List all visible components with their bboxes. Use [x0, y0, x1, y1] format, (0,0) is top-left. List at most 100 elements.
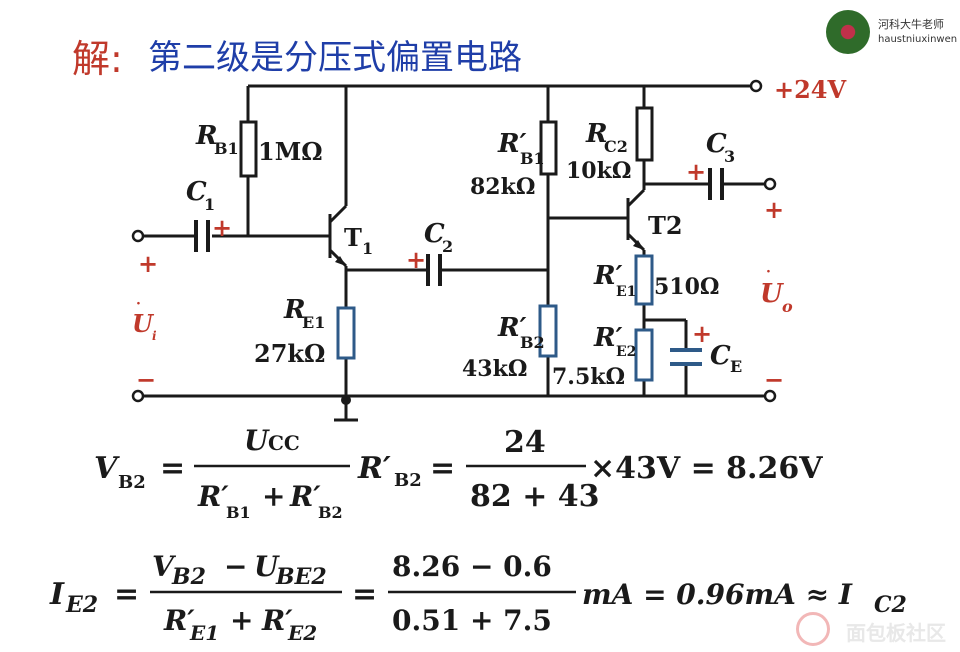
eq2-den2: 0.51 + 7.5: [392, 604, 552, 637]
solution-label: 解:: [72, 37, 123, 81]
uo-plus: +: [764, 195, 784, 224]
ce-capacitor: [670, 348, 702, 366]
eq2-num-sub: B2: [171, 564, 206, 590]
t1-symbol: T: [344, 223, 362, 252]
eq2-num-b: U: [254, 550, 280, 583]
eq2-num-b-sub: BE2: [275, 564, 327, 590]
rb1-sub: B1: [214, 139, 239, 158]
ground-junction: [341, 395, 351, 405]
eq1-den2: R′: [289, 480, 321, 513]
logo-name-cn: 河科大牛老师: [878, 18, 944, 31]
re1p-value: 510Ω: [654, 274, 720, 300]
eq2-tail-sub: C2: [874, 592, 907, 618]
re1-value: 27kΩ: [254, 339, 325, 368]
c1-sub: 1: [204, 195, 215, 214]
eq1-num2: 24: [504, 425, 546, 460]
c3-plus: +: [686, 157, 706, 186]
ce-symbol: C: [710, 341, 731, 371]
re1-symbol: R: [283, 295, 306, 325]
svg-text:=: =: [160, 451, 185, 486]
t1-emitter-arrow: [335, 256, 346, 266]
eq2-den-plus: +: [230, 604, 253, 637]
rb1-symbol: R: [195, 121, 218, 151]
re1p-symbol: R′: [593, 261, 623, 291]
eq2-den: R′: [163, 604, 195, 637]
flower-icon: [826, 10, 870, 54]
eq2-num-minus: −: [224, 550, 247, 583]
c2-sub: 2: [442, 237, 453, 256]
ui-sub: i: [152, 329, 157, 343]
eq1-num-sub: CC: [268, 431, 300, 455]
t2-label: T2: [648, 211, 683, 240]
eq1-lhs-sub: B2: [118, 472, 146, 493]
ce-sub: E: [730, 357, 742, 376]
eq1-lhs: V: [94, 451, 120, 486]
re2p-symbol: R′: [593, 323, 623, 353]
rb1-value: 1MΩ: [258, 137, 323, 166]
eq2-lhs-sub: E2: [65, 592, 98, 618]
re2p-sub: E2: [616, 344, 636, 360]
ui-symbol: U: [132, 309, 155, 338]
eq1-den1: R′: [197, 480, 229, 513]
rc2-value: 10kΩ: [566, 158, 631, 184]
eq1-tail: ×43V = 8.26V: [590, 451, 823, 486]
watermark-logo-icon: [796, 612, 830, 646]
equation-ie2: I E2 = V B2 − U BE2 R′ E1 + R′ E2 = 8.26…: [49, 550, 907, 645]
ui-plus: +: [138, 249, 158, 278]
eq2-num2: 8.26 − 0.6: [392, 550, 552, 583]
rb2p-value: 43kΩ: [462, 356, 527, 382]
rb1p-sub: B1: [520, 149, 545, 168]
eq1-den3: 82 + 43: [470, 479, 600, 514]
re1p-sub: E1: [616, 284, 636, 300]
t1-sub: 1: [362, 239, 373, 258]
rb1p-value: 82kΩ: [470, 174, 535, 200]
eq2-num: V: [152, 550, 177, 583]
svg-text:·: ·: [136, 296, 141, 312]
eq2-tail: mA = 0.96mA ≈ I: [582, 578, 853, 611]
resistors: [239, 106, 654, 178]
rb1p-symbol: R′: [497, 129, 527, 159]
uo-sub: o: [782, 297, 793, 316]
c1-symbol: C: [186, 177, 207, 207]
eq1-mult: R′: [357, 451, 391, 486]
eq1-den-plus: +: [262, 480, 285, 513]
eq2-den-b-sub: E2: [287, 621, 317, 645]
capacitors: [194, 168, 724, 286]
eq2-den-b: R′: [261, 604, 293, 637]
svg-text:=: =: [430, 451, 455, 486]
c2-symbol: C: [424, 219, 445, 249]
c2-plus: +: [406, 245, 426, 274]
svg-text:=: =: [114, 577, 139, 612]
rc2-symbol: R: [585, 119, 608, 149]
svg-text:·: ·: [766, 264, 771, 280]
eq1-den1-sub: B1: [226, 503, 251, 522]
ui-minus: −: [136, 365, 156, 394]
rb2p-symbol: R′: [497, 313, 527, 343]
c1-plus: +: [212, 213, 232, 242]
rc2-sub: C2: [604, 137, 628, 156]
uo-symbol: U: [760, 279, 784, 309]
t2-emitter-arrow: [633, 240, 644, 250]
eq2-lhs: I: [49, 577, 65, 612]
rb2p-sub: B2: [520, 333, 545, 352]
eq1-den2-sub: B2: [318, 503, 343, 522]
c3-sub: 3: [724, 147, 735, 166]
re1-sub: E1: [302, 313, 325, 332]
circuit-wires: [138, 84, 768, 422]
page-title: 第二级是分压式偏置电路: [148, 38, 522, 78]
emitter-resistors: [336, 254, 654, 382]
terminals: [131, 79, 777, 403]
watermark-text: 面包板社区: [846, 621, 946, 645]
author-logo: 河科大牛老师 haustniuxinwen: [826, 10, 957, 54]
c3-symbol: C: [706, 129, 727, 159]
re2p-value: 7.5kΩ: [552, 364, 625, 390]
uo-minus: −: [764, 365, 784, 394]
eq2-den-sub: E1: [189, 621, 219, 645]
ce-plus: +: [692, 319, 712, 348]
svg-text:=: =: [352, 577, 377, 612]
eq1-mult-sub: B2: [394, 470, 422, 491]
eq1-num: U: [244, 424, 270, 457]
equation-vb2: V B2 = U CC R′ B1 + R′ B2 R′ B2 = 24 82 …: [94, 424, 823, 522]
logo-name-en: haustniuxinwen: [878, 34, 958, 45]
